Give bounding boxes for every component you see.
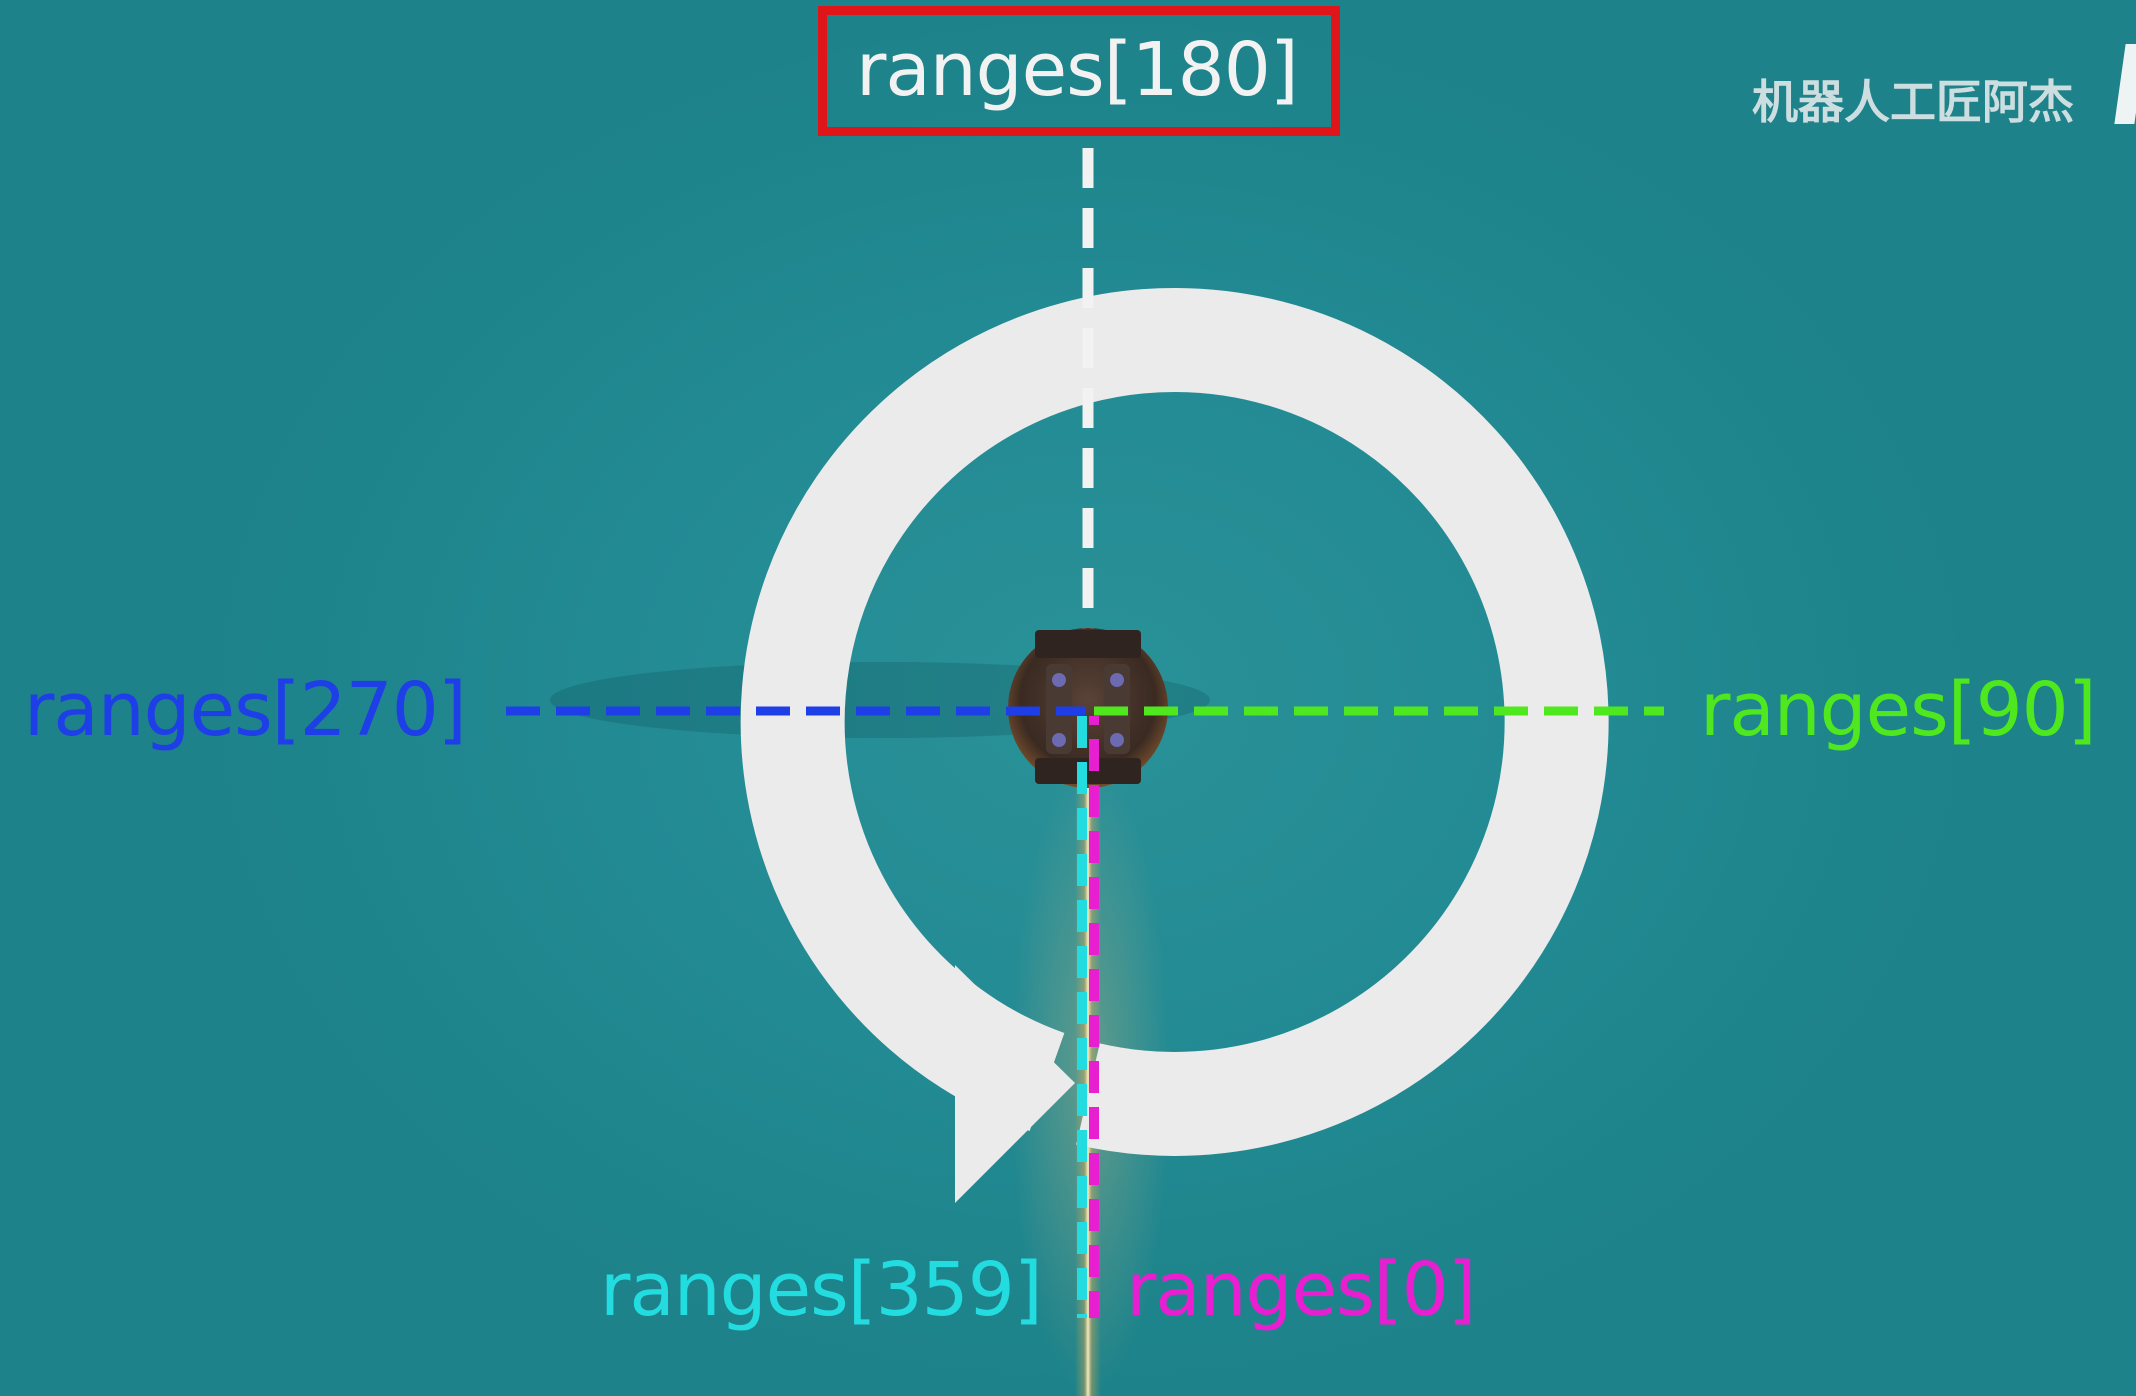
label-ranges-359: ranges[359] [600,1247,1043,1333]
watermark-text: 机器人工匠阿杰 [1752,75,2074,129]
clockwise-ring-arrow-icon [740,287,1609,1156]
label-ranges-270: ranges[270] [24,667,467,753]
arrow-head [955,965,1075,1203]
label-ranges-90: ranges[90] [1700,667,2097,753]
ranges-180-highlight-box [818,6,1340,136]
label-ranges-180: ranges[180] [856,27,1299,113]
robot-topdown-icon [1008,628,1168,788]
label-ranges-0: ranges[0] [1126,1247,1477,1333]
